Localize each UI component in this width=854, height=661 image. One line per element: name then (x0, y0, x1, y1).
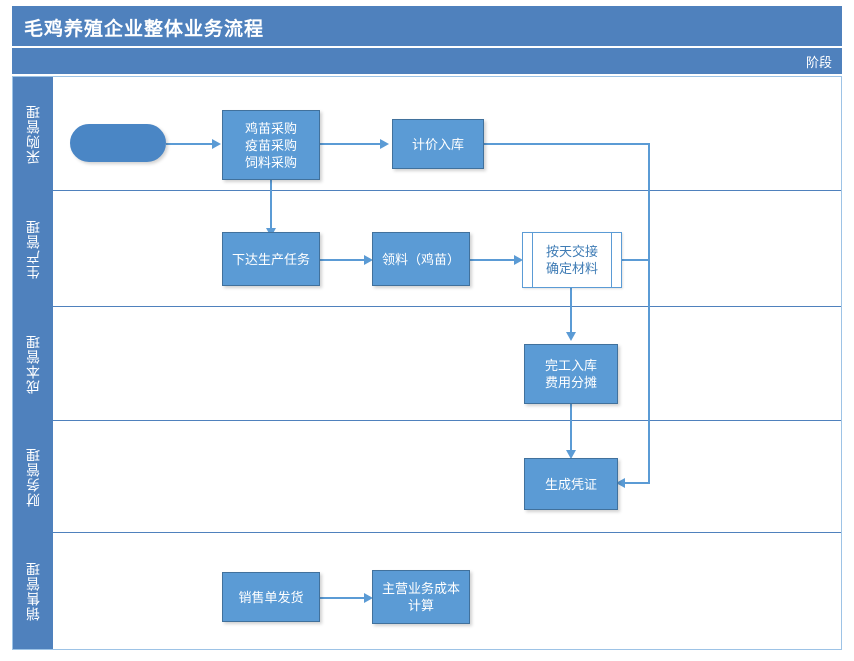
edge-start-to-procurement (166, 143, 214, 145)
lane-label-production: 生产管理 (25, 218, 41, 279)
edge-right-trunk-vertical (648, 143, 650, 483)
lane-header-purchasing: 采购管理 (13, 77, 53, 190)
lane-header-finance: 财务管理 (13, 421, 53, 532)
node-valuation-in[interactable]: 计价入库 (392, 119, 484, 169)
lane-header-sales: 销售管理 (13, 533, 53, 649)
edge-handover-to-trunk (622, 259, 650, 261)
page-title: 毛鸡养殖企业整体业务流程 (24, 19, 265, 40)
lane-label-purchasing: 采购管理 (25, 103, 41, 164)
lane-finance: 财务管理 (13, 421, 841, 533)
node-sales-delivery[interactable]: 销售单发货 (222, 572, 320, 622)
lane-label-finance: 财务管理 (25, 446, 41, 507)
arrowhead-start-to-procurement (212, 139, 221, 149)
arrowhead-material-to-handover (514, 255, 523, 265)
lane-label-sales: 销售管理 (25, 561, 41, 621)
node-issue-task[interactable]: 下达生产任务 (222, 232, 320, 286)
arrowhead-finish-to-voucher (566, 450, 576, 459)
edge-valuation-to-trunk (484, 143, 650, 145)
edge-trunk-to-voucher (625, 482, 650, 484)
lane-header-cost: 成本管理 (13, 307, 53, 420)
lane-body-finance (53, 421, 841, 532)
edge-procurement-to-issue-task (270, 180, 272, 232)
node-finish-in[interactable]: 完工入库 费用分摊 (524, 344, 618, 404)
node-material-req[interactable]: 领料（鸡苗） (372, 232, 470, 286)
lane-sales: 销售管理 (13, 533, 841, 649)
diagram-title-bar: 毛鸡养殖企业整体业务流程 (12, 6, 842, 46)
lane-label-cost: 成本管理 (25, 333, 41, 394)
lane-body-cost (53, 307, 841, 420)
edge-sales-to-cost-calc (320, 597, 366, 599)
stage-label: 阶段 (805, 55, 832, 70)
arrowhead-issue-task-to-material (364, 255, 373, 265)
lane-cost: 成本管理 (13, 307, 841, 421)
node-main-cost-calc[interactable]: 主营业务成本 计算 (372, 570, 470, 624)
arrowhead-handover-to-finish (566, 332, 576, 341)
edge-handover-to-finish (570, 288, 572, 336)
swimlane-pool: 采购管理 生产管理 成本管理 财务管理 销售管理 (12, 76, 842, 650)
node-start[interactable] (70, 124, 166, 162)
edge-issue-task-to-material (320, 259, 366, 261)
edge-material-to-handover (470, 259, 516, 261)
arrowhead-procurement-to-valuation (380, 139, 389, 149)
stage-bar: 阶段 (12, 48, 842, 74)
edge-finish-to-voucher (570, 404, 572, 454)
node-procurement[interactable]: 鸡苗采购 疫苗采购 饲料采购 (222, 110, 320, 180)
node-daily-handover[interactable]: 按天交接 确定材料 (522, 232, 622, 288)
lane-header-production: 生产管理 (13, 191, 53, 306)
node-make-voucher[interactable]: 生成凭证 (524, 458, 618, 510)
arrowhead-sales-to-cost-calc (364, 593, 373, 603)
arrowhead-trunk-to-voucher (616, 478, 625, 488)
edge-procurement-to-valuation (320, 143, 382, 145)
